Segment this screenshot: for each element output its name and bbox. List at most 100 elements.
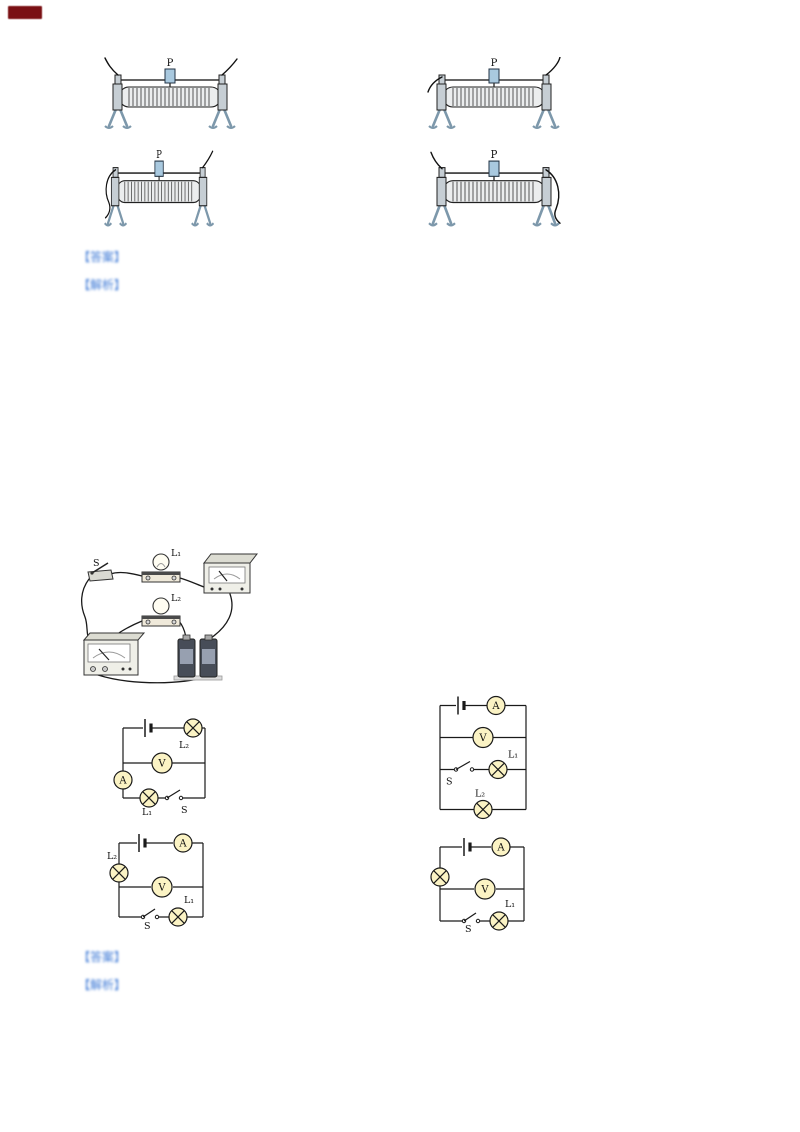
ammeter-symbol <box>486 695 506 716</box>
switch-label: S <box>144 921 151 931</box>
switch-label: S <box>181 805 188 816</box>
battery-cap <box>182 634 191 641</box>
switch <box>87 569 114 582</box>
switch-lever <box>142 908 156 918</box>
meter-knob <box>102 666 108 672</box>
lamp1-base-strip <box>142 572 180 575</box>
lamp1-symbol <box>139 788 159 808</box>
meter-knob <box>90 666 96 672</box>
experiment-figure: S L₁ L₂ <box>81 548 258 684</box>
terminal <box>171 619 177 625</box>
ammeter-label: A <box>118 776 127 787</box>
wires <box>118 842 204 918</box>
rheostat-figure-d: P <box>427 148 561 227</box>
battery-symbol <box>456 694 466 717</box>
lamp2-label: L₂ <box>107 851 117 862</box>
question-source-tag <box>8 6 42 19</box>
switch-lever <box>166 789 181 799</box>
lamp2-label: L₂ <box>475 789 485 800</box>
voltmeter-dial <box>208 566 246 584</box>
wire <box>179 577 205 588</box>
lamp2-label: L₂ <box>179 740 189 751</box>
lamp1-symbol <box>489 911 509 931</box>
lamp2-symbol <box>430 867 450 887</box>
lamp1-label: L₁ <box>142 807 152 818</box>
wires <box>439 846 525 922</box>
voltmeter-label: V <box>478 733 487 744</box>
battery-symbol <box>143 717 153 739</box>
dial-needle <box>218 570 228 582</box>
ammeter-label: A <box>491 701 500 712</box>
battery-label-band <box>180 649 193 664</box>
lead-wire <box>202 150 214 169</box>
meter-top-face <box>202 553 258 564</box>
lead-wire <box>430 151 443 170</box>
switch-pivot <box>90 571 94 575</box>
wires <box>122 727 206 799</box>
lead-wire <box>104 57 119 76</box>
switch-label: S <box>93 558 100 569</box>
voltmeter-label: V <box>157 759 166 770</box>
dial-scale <box>92 651 126 659</box>
terminal <box>210 587 214 591</box>
rheostat-figure-a: P <box>103 57 238 130</box>
switch-node <box>469 767 475 772</box>
voltmeter-symbol <box>474 878 496 900</box>
rheostat-figure-b: P <box>427 57 561 130</box>
rheostat-body <box>103 159 215 227</box>
lamp2-bulb <box>152 597 170 615</box>
lamp1-label: L₁ <box>171 548 181 559</box>
voltmeter-symbol <box>151 752 173 774</box>
lamp1-label: L₁ <box>505 899 515 910</box>
answer-tag: 【答案】 <box>78 950 127 964</box>
wire <box>210 593 233 639</box>
analysis-tag: 【解析】 <box>78 278 127 292</box>
battery-symbol <box>137 832 147 854</box>
wire <box>109 571 143 577</box>
terminal <box>171 575 177 581</box>
terminal <box>218 587 222 591</box>
ammeter-label: A <box>178 839 187 850</box>
switch-node <box>475 918 481 924</box>
switch-lever <box>463 912 477 922</box>
terminal <box>145 619 151 625</box>
circuit-option-3: A L₂ V S L₁ <box>107 832 204 931</box>
rheostat-body <box>103 67 237 130</box>
lamp1-symbol <box>168 907 188 927</box>
lamp2-symbol <box>473 799 493 820</box>
lamp1-symbol <box>488 759 508 780</box>
voltmeter-symbol <box>151 876 173 898</box>
lead-wire <box>104 169 117 219</box>
dial-needle <box>98 648 110 661</box>
slider-label: P <box>156 149 162 161</box>
lead-wire <box>545 169 561 224</box>
meter-top-face <box>82 632 146 641</box>
battery-label-band <box>202 649 215 664</box>
wire <box>81 578 90 641</box>
switch-label: S <box>446 777 453 788</box>
ammeter-label: A <box>496 843 505 854</box>
filament <box>156 563 166 568</box>
terminal <box>240 587 244 591</box>
circuit-option-4: A V S L₁ <box>430 836 525 933</box>
lead-wire <box>545 57 561 76</box>
voltmeter-label: V <box>157 883 166 894</box>
ammeter-dial <box>87 643 131 663</box>
lamp1-label: L₁ <box>508 750 518 761</box>
lamp2-symbol <box>183 718 203 738</box>
terminal <box>121 667 125 671</box>
switch-label: S <box>465 924 472 933</box>
switch-node <box>154 914 160 920</box>
wires <box>439 704 527 811</box>
switch-lever <box>91 562 109 574</box>
rheostat-body <box>427 159 561 227</box>
lamp1-bulb <box>152 553 170 571</box>
lamp2-base-strip <box>142 616 180 619</box>
lamp1-label: L₁ <box>184 895 194 906</box>
circuit-option-1: L₂ V A L₁ S <box>113 717 206 818</box>
circuit-option-2: A V S L₁ L₂ <box>439 694 527 820</box>
battery-cap <box>204 634 213 641</box>
rheostat-figure-c: P <box>103 149 215 227</box>
lead-wire <box>427 76 443 93</box>
lead-wire <box>221 58 238 76</box>
